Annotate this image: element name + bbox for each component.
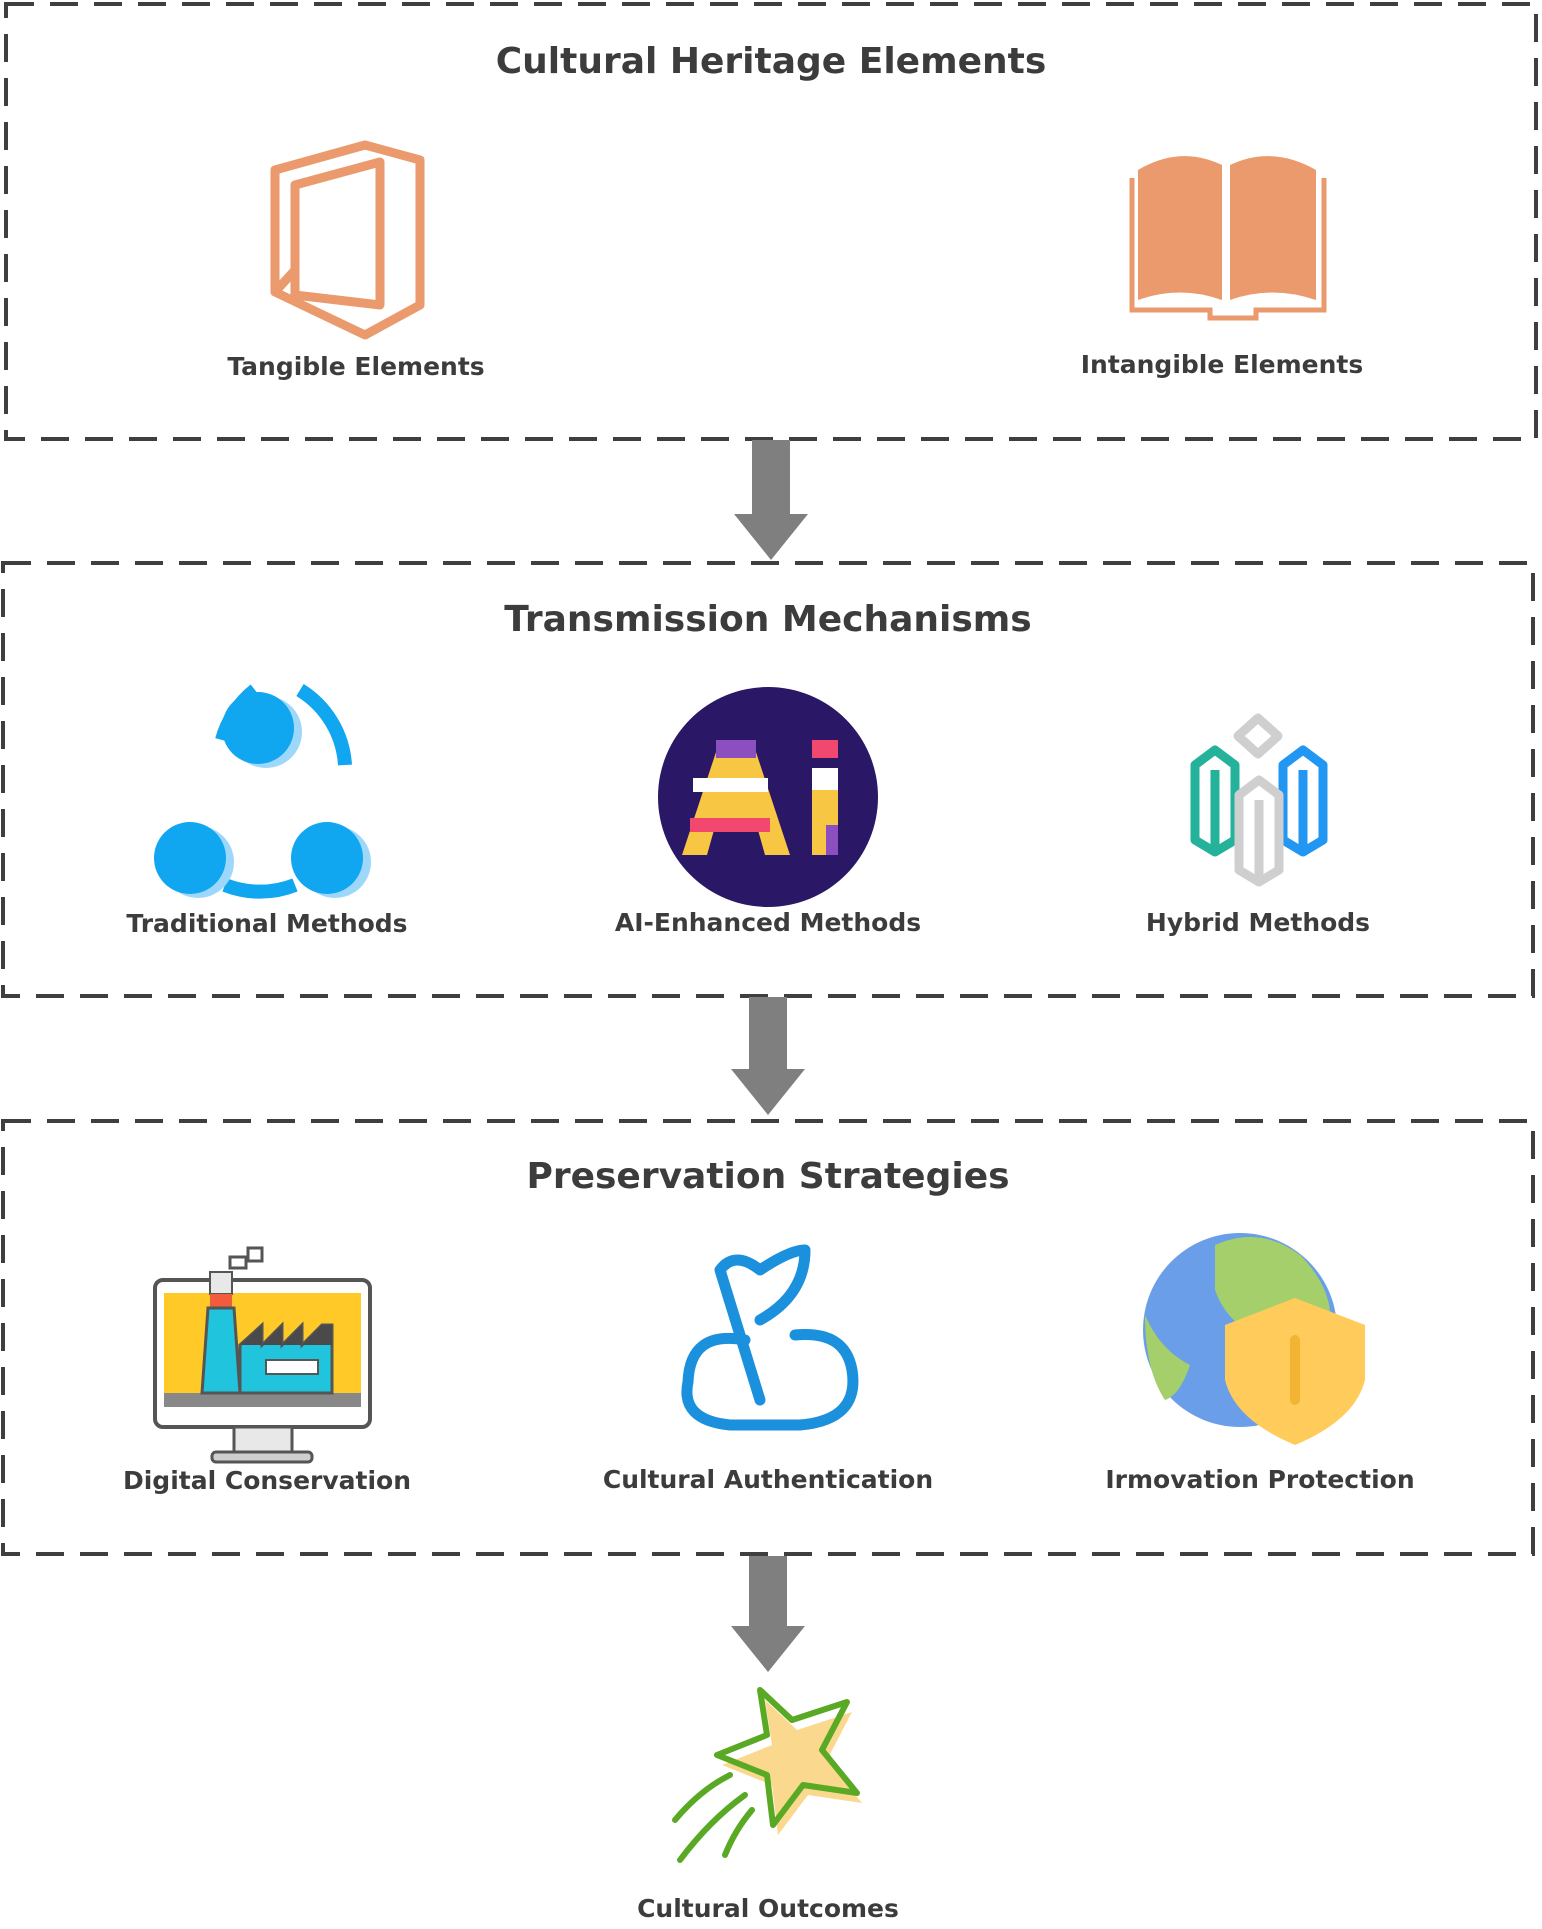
section-border xyxy=(1,561,1535,998)
section-border xyxy=(4,2,1538,441)
item-label: Traditional Methods xyxy=(126,909,407,938)
globe-shield-icon xyxy=(1143,1233,1365,1445)
flow-arrow xyxy=(734,440,808,560)
section-title: Transmission Mechanisms xyxy=(504,599,1031,640)
item-label: Irmovation Protection xyxy=(1105,1465,1414,1494)
hybrid-cubes-icon xyxy=(1190,713,1328,887)
section-border xyxy=(1,1119,1535,1556)
ai-badge-icon xyxy=(658,687,878,907)
outcome-label: Cultural Outcomes xyxy=(637,1894,899,1923)
shooting-star-icon xyxy=(672,1687,862,1863)
item-label: Tangible Elements xyxy=(227,352,484,381)
factory-monitor-icon xyxy=(153,1246,372,1464)
open-book-icon xyxy=(1129,156,1327,321)
item-label: Hybrid Methods xyxy=(1146,908,1370,937)
section-transmission-mechanisms: Transmission Mechanisms Traditional Meth… xyxy=(1,561,1535,998)
section-cultural-heritage-elements: Cultural Heritage Elements Tangible Elem… xyxy=(4,2,1538,441)
door-frame-icon xyxy=(270,140,425,340)
item-label: Intangible Elements xyxy=(1081,350,1364,379)
item-label: Cultural Authentication xyxy=(603,1465,933,1494)
music-note-cloud-icon xyxy=(681,1244,859,1431)
item-label: Digital Conservation xyxy=(123,1466,411,1495)
section-title: Cultural Heritage Elements xyxy=(496,41,1047,82)
section-preservation-strategies: Preservation Strategies Digital Conserva… xyxy=(1,1119,1535,1556)
item-label: AI-Enhanced Methods xyxy=(615,908,921,937)
network-cycle-icon xyxy=(154,684,371,899)
section-title: Preservation Strategies xyxy=(526,1156,1009,1197)
flow-arrow xyxy=(731,1556,805,1672)
flow-arrow xyxy=(731,997,805,1115)
